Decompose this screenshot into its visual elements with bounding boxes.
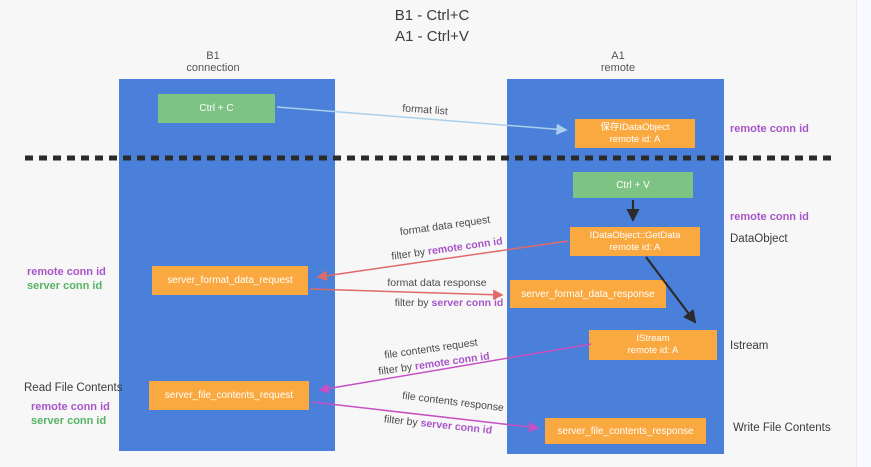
server-format-data-response-label: server_format_data_response: [521, 288, 655, 300]
getdata-line1: IDataObject::GetData: [589, 229, 681, 241]
write-file-contents-label: Write File Contents: [733, 422, 831, 434]
node-server-file-contents-response: server_file_contents_response: [545, 418, 706, 444]
filter-by-remote-conn-id-label-1: filter byremote conn id: [391, 235, 504, 262]
getdata-line2: remote id: A: [609, 241, 661, 253]
node-server-format-data-request: server_format_data_request: [152, 266, 308, 295]
istream-side-label: Istream: [730, 340, 769, 352]
server-conn-id-label-left: server conn id: [27, 279, 103, 292]
remote-conn-id-highlight: remote conn id: [427, 235, 504, 258]
remote-conn-id-label-left: remote conn id: [27, 266, 106, 278]
node-ctrl-v: Ctrl + V: [573, 172, 693, 198]
lane-header-a1: A1 remote: [568, 50, 668, 74]
lane-a1-subtitle: remote: [600, 62, 636, 74]
server-conn-id-label-left-2: server conn id: [31, 414, 107, 427]
diagram-title: B1 - Ctrl+C A1 - Ctrl+V: [332, 5, 532, 47]
server-conn-id-highlight: server conn id: [419, 417, 493, 437]
saved-idataobject-line2: remote id: A: [609, 133, 661, 145]
remote-conn-id-label-mid: remote conn id: [730, 211, 809, 223]
node-server-file-contents-request: server_file_contents_request: [149, 381, 309, 410]
format-data-response-label: format data response: [387, 277, 487, 289]
lane-b1-subtitle: connection: [186, 62, 240, 74]
left-conn-ids-bottom: remote conn id server conn id: [31, 401, 110, 428]
saved-idataobject-line1: 保存IDataObject: [600, 121, 670, 133]
title-line-1: B1 - Ctrl+C: [394, 7, 470, 24]
ctrl-v-label: Ctrl + V: [616, 179, 650, 191]
filter-by-text: filter by: [383, 413, 419, 429]
format-list-label: format list: [401, 102, 449, 118]
lane-b1-title: B1: [206, 50, 220, 62]
node-idataobject-getdata: IDataObject::GetData remote id: A: [570, 227, 700, 256]
title-line-2: A1 - Ctrl+V: [395, 28, 469, 45]
ctrl-c-label: Ctrl + C: [199, 103, 234, 114]
lane-a1-title: A1: [611, 50, 625, 62]
left-conn-ids-top: remote conn id server conn id: [27, 266, 106, 293]
filter-by-text: filter by: [377, 361, 413, 378]
lane-header-b1: B1 connection: [163, 50, 263, 74]
node-saved-idataobject: 保存IDataObject remote id: A: [575, 119, 695, 148]
format-data-request-label: format data request: [399, 213, 491, 239]
remote-conn-id-label-top: remote conn id: [730, 123, 809, 135]
server-format-data-request-label: server_format_data_request: [167, 275, 293, 286]
node-ctrl-c: Ctrl + C: [158, 94, 275, 123]
read-file-contents-label: Read File Contents: [24, 382, 123, 394]
node-server-format-data-response: server_format_data_response: [510, 280, 666, 308]
dataobject-label: DataObject: [730, 233, 788, 245]
server-file-contents-response-label: server_file_contents_response: [557, 425, 694, 437]
server-file-contents-request-label: server_file_contents_request: [164, 390, 294, 401]
window-edge-strip: [856, 0, 871, 467]
server-conn-id-highlight: server conn id: [431, 297, 504, 309]
istream-line2: remote id: A: [627, 345, 679, 356]
node-istream: IStream remote id: A: [589, 330, 717, 360]
remote-conn-id-label-left-2: remote conn id: [31, 401, 110, 413]
file-contents-response-label: file contents response: [401, 389, 505, 415]
filter-by-text: filter by: [390, 246, 426, 263]
istream-line1: IStream: [636, 333, 670, 344]
filter-by-text: filter by: [394, 297, 429, 309]
format-data-response-arrow: [309, 288, 504, 300]
